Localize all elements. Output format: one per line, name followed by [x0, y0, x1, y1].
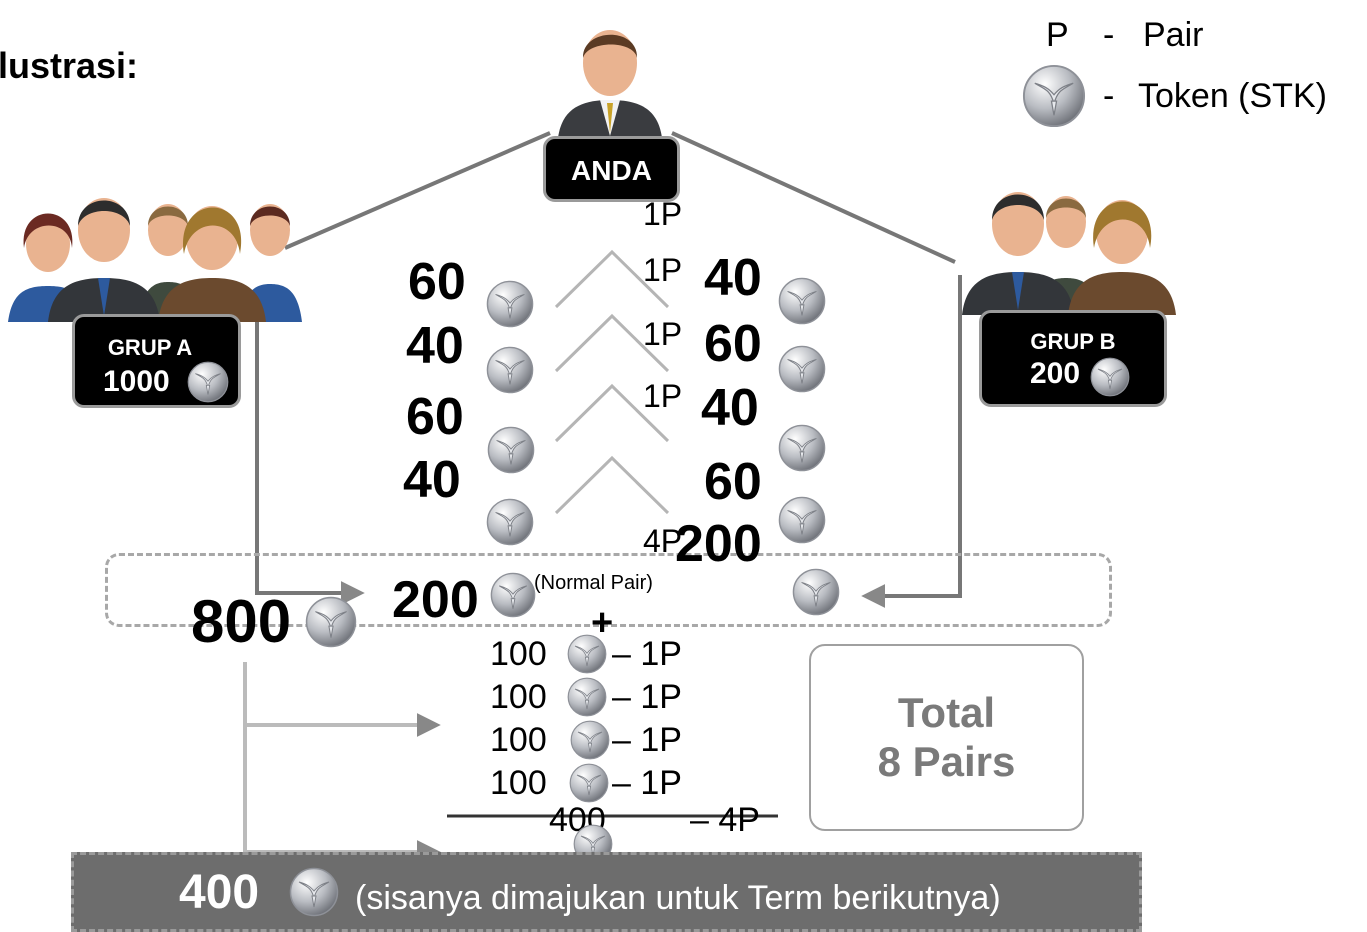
token-icon	[487, 426, 535, 479]
legend-token-label: Token (STK)	[1138, 77, 1327, 115]
right-value-1: 40	[704, 249, 762, 307]
right-value-2: 60	[704, 315, 762, 373]
remainder-bar: 400 (sisanya dimajukan untuk Term beriku…	[71, 852, 1142, 932]
chevron-3	[554, 383, 670, 443]
total-pairs-line2: 8 Pairs	[877, 737, 1016, 785]
token-icon	[778, 277, 826, 330]
token-icon	[778, 424, 826, 477]
token-icon	[792, 568, 840, 621]
token-icon	[490, 572, 536, 623]
line-center-to-group-a	[284, 131, 551, 250]
pair-label-2: 1P	[643, 252, 683, 288]
group-a-value: 1000	[103, 365, 170, 398]
token-icon	[1090, 357, 1130, 402]
chevron-2	[554, 313, 670, 373]
chevron-1	[554, 249, 670, 309]
group-b-people-icon	[962, 180, 1182, 315]
left-value-1: 60	[408, 253, 466, 311]
token-icon	[486, 498, 534, 551]
breakdown-pair-2: – 1P	[612, 678, 682, 716]
group-b-value: 200	[1030, 357, 1081, 390]
right-value-4: 60	[704, 453, 762, 511]
group-b-box: GRUP B 200	[979, 310, 1167, 407]
left-value-3: 60	[406, 388, 464, 446]
token-icon	[567, 677, 607, 722]
breakdown-total-pair: – 4P	[690, 801, 760, 839]
token-icon	[187, 361, 229, 408]
page-title: lustrasi:	[0, 45, 139, 86]
pair-label-1: 1P	[643, 196, 683, 232]
token-icon	[305, 596, 357, 653]
chevron-4	[554, 455, 670, 515]
token-icon	[567, 634, 607, 679]
token-icon	[778, 345, 826, 398]
token-icon	[570, 720, 610, 765]
arrow-group-b-down	[861, 275, 962, 608]
normal-pair-box	[105, 553, 1112, 627]
legend-pair-sep: -	[1103, 16, 1115, 54]
total-pairs-line1: Total	[897, 689, 996, 737]
center-label-box: ANDA	[543, 136, 680, 202]
breakdown-amount-4: 100	[490, 764, 547, 802]
breakdown-pair-3: – 1P	[612, 721, 682, 759]
token-icon	[1022, 64, 1086, 133]
breakdown-amount-1: 100	[490, 635, 547, 673]
group-b-label: GRUP B	[1030, 329, 1116, 354]
left-value-2: 40	[406, 317, 464, 375]
breakdown-amount-3: 100	[490, 721, 547, 759]
token-icon	[569, 763, 609, 808]
breakdown-pair-4: – 1P	[612, 764, 682, 802]
legend-pair-label: Pair	[1143, 16, 1204, 54]
pair-label-4: 1P	[643, 378, 683, 414]
legend-pair-key: P	[1046, 16, 1069, 54]
person-icon	[548, 8, 672, 138]
group-a-people-icon	[8, 182, 308, 322]
right-value-total: 200	[675, 515, 762, 573]
right-value-3: 40	[701, 379, 759, 437]
breakdown-amount-2: 100	[490, 678, 547, 716]
normal-pair-note: (Normal Pair)	[534, 572, 653, 594]
arrow-group-a-down	[255, 318, 365, 605]
remainder-value: 400	[179, 866, 260, 919]
token-icon	[289, 867, 339, 922]
token-icon	[486, 280, 534, 333]
remainder-text: (sisanya dimajukan untuk Term berikutnya…	[355, 879, 1001, 917]
plus-sign: +	[591, 602, 614, 644]
left-total-value: 800	[191, 588, 292, 655]
legend-token-sep: -	[1103, 77, 1115, 115]
group-a-box: GRUP A 1000	[72, 314, 241, 408]
token-icon	[778, 496, 826, 549]
center-label: ANDA	[571, 155, 652, 186]
pair-label-3: 1P	[643, 316, 683, 352]
total-pairs-box: Total 8 Pairs	[809, 644, 1084, 831]
line-center-to-group-b	[671, 131, 956, 264]
breakdown-pair-1: – 1P	[612, 635, 682, 673]
left-value-4: 40	[403, 451, 461, 509]
group-a-label: GRUP A	[107, 335, 193, 360]
token-icon	[486, 346, 534, 399]
normal-pair-value: 200	[392, 571, 479, 629]
pair-label-total: 4P	[643, 523, 683, 559]
